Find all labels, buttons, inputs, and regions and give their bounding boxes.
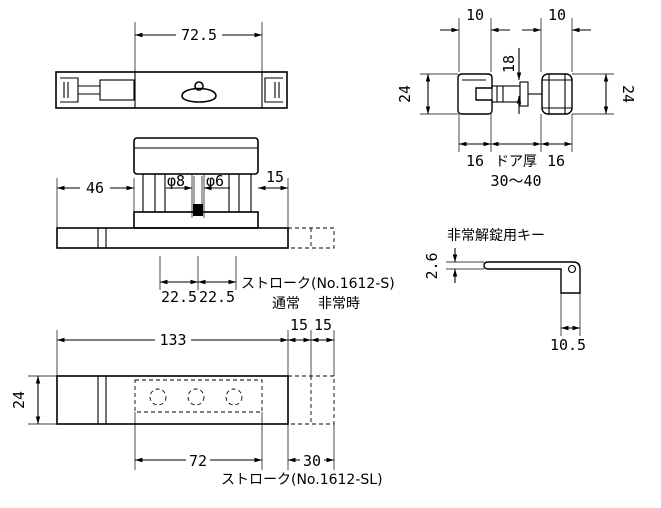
dim-side-bottom-left: 16 bbox=[466, 152, 484, 170]
dim-bottom-15b: 15 bbox=[314, 316, 332, 334]
dim-side-gap: 18 bbox=[500, 55, 518, 73]
dim-top-width: 72.5 bbox=[181, 26, 217, 44]
dim-side-h-left: 24 bbox=[396, 85, 414, 103]
side-view: 10 10 18 24 24 bbox=[396, 6, 637, 190]
dim-side-bottom-right: 16 bbox=[547, 152, 565, 170]
stroke-sl-label: ストローク(No.1612-SL) bbox=[221, 472, 383, 488]
dim-bottom-72: 72 bbox=[189, 452, 207, 470]
dim-bottom-length: 133 bbox=[159, 331, 186, 349]
dim-front-right: 15 bbox=[266, 168, 284, 186]
keyhole-icon bbox=[181, 87, 217, 103]
door-range: 30〜40 bbox=[490, 172, 541, 190]
dim-bottom-height: 24 bbox=[10, 391, 28, 409]
dim-phi-8: φ8 bbox=[167, 172, 185, 190]
emergency-label: 非常時 bbox=[318, 296, 360, 312]
dim-bottom-30: 30 bbox=[303, 452, 321, 470]
front-view: 46 φ8 φ6 15 22.5 22.5 ストローク(No.1612-S) 通… bbox=[56, 137, 395, 312]
key-title: 非常解錠用キー bbox=[447, 228, 545, 244]
stroke-s-label: ストローク(No.1612-S) bbox=[241, 276, 395, 292]
key-icon bbox=[483, 261, 581, 294]
dim-phi-6: φ6 bbox=[206, 172, 224, 190]
dim-key-thickness: 2.6 bbox=[423, 252, 441, 279]
dim-side-w-right: 10 bbox=[548, 6, 566, 24]
emergency-key-view: 非常解錠用キー 2.6 10.5 bbox=[423, 228, 586, 354]
dim-side-w-left: 10 bbox=[466, 6, 484, 24]
normal-label: 通常 bbox=[272, 296, 300, 312]
top-view: 72.5 bbox=[55, 22, 288, 109]
bottom-view: 133 15 15 24 72 30 ストローク(No.1612-SL) bbox=[10, 316, 383, 488]
dim-front-left: 46 bbox=[86, 179, 104, 197]
dim-key-width: 10.5 bbox=[550, 336, 586, 354]
door-thickness-label: ドア厚 bbox=[495, 154, 537, 170]
dim-side-h-right: 24 bbox=[619, 85, 637, 103]
dim-bottom-15a: 15 bbox=[290, 316, 308, 334]
dim-stroke-a: 22.5 bbox=[161, 288, 197, 306]
dim-stroke-b: 22.5 bbox=[199, 288, 235, 306]
